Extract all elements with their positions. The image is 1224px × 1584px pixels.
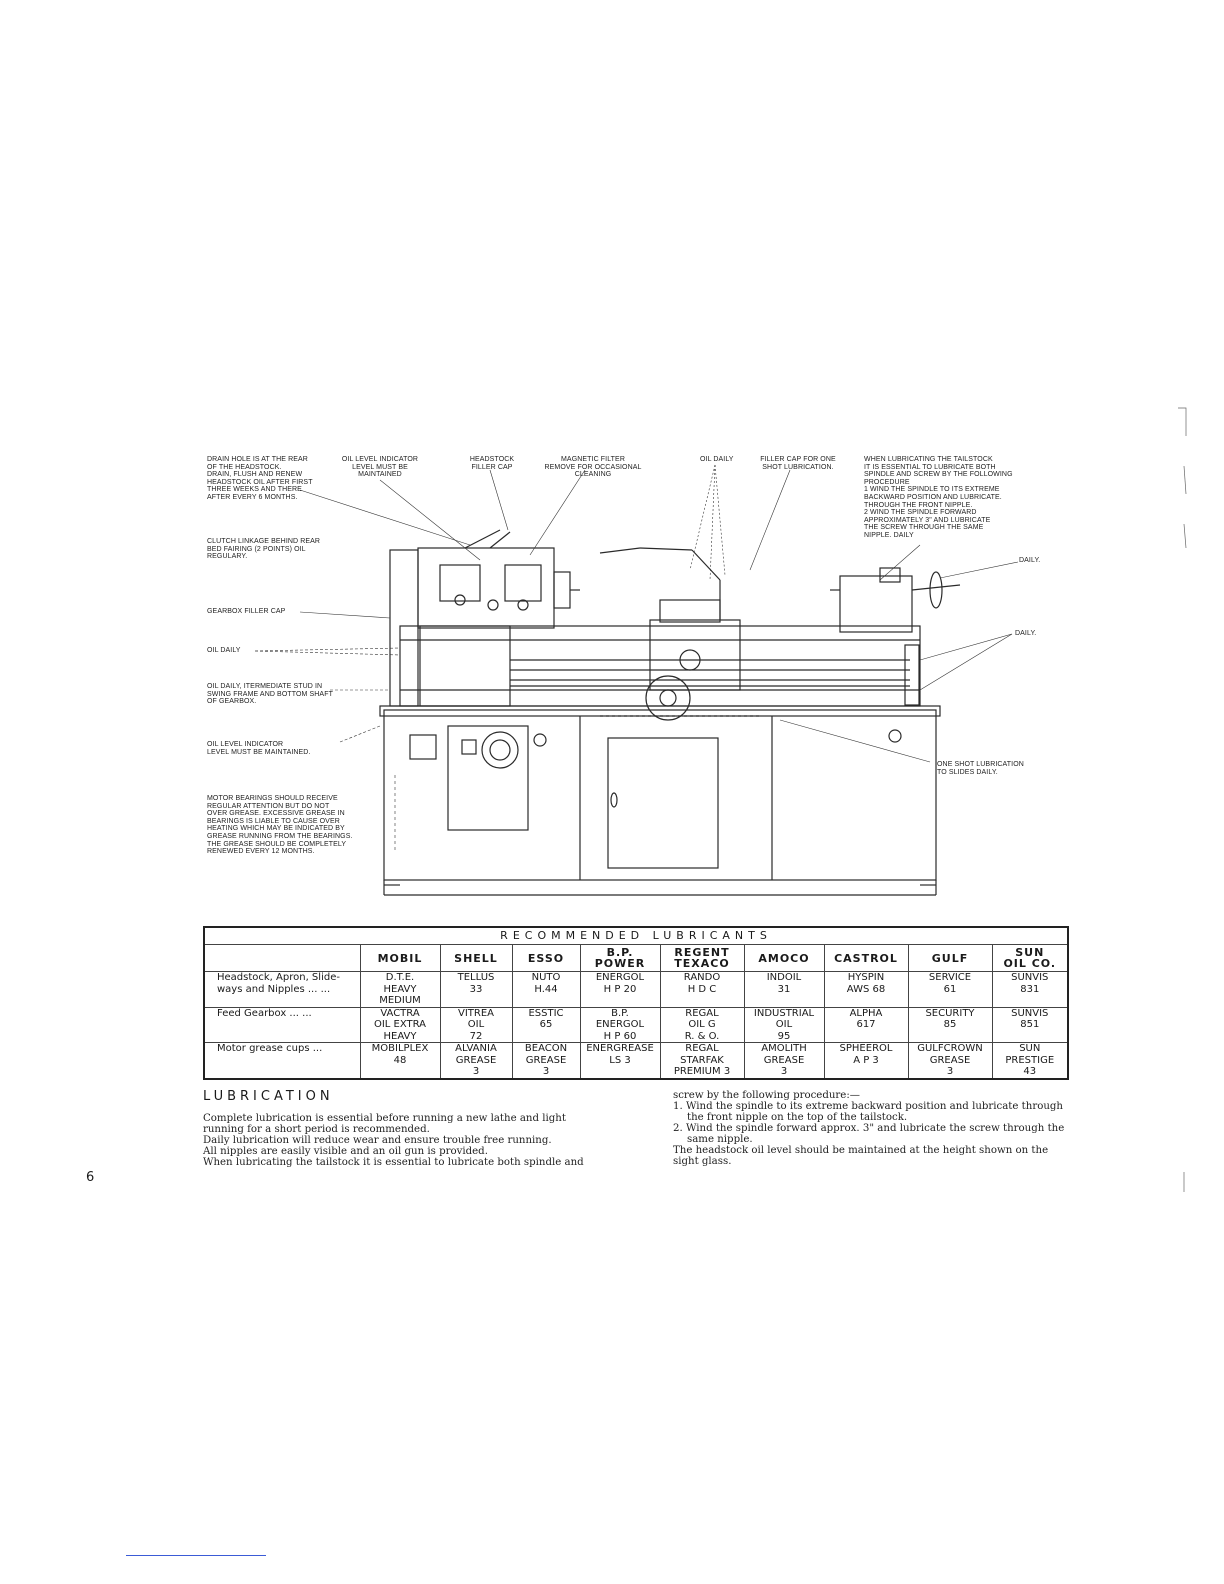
callout-one-shot: ONE SHOT LUBRICATION TO SLIDES DAILY. — [937, 761, 1024, 776]
paragraph: Complete lubrication is essential before… — [203, 1113, 566, 1135]
table-row: Feed Gearbox ... ... VACTRA OIL EXTRA HE… — [203, 1006, 1069, 1043]
callout-daily-right-1: DAILY. — [1019, 557, 1041, 564]
brand-amoco: AMOCO — [743, 944, 825, 972]
header-blank — [203, 944, 361, 972]
callout-gearbox-filler: GEARBOX FILLER CAP — [207, 608, 286, 615]
table-cell: B.P. ENERGOL H P 60 — [579, 1006, 661, 1043]
table-cell: SUN PRESTIGE 43 — [991, 1042, 1069, 1079]
callout-oil-level-bottom: OIL LEVEL INDICATOR LEVEL MUST BE MAINTA… — [207, 741, 311, 756]
table-cell: NUTO H.44 — [511, 971, 581, 1008]
cabinet-base — [383, 709, 937, 881]
callout-oil-daily-left: OIL DAILY — [207, 647, 241, 654]
table-cell: RANDO H D C — [659, 971, 745, 1008]
table-cell: INDUSTRIAL OIL 95 — [743, 1006, 825, 1043]
brand-bp-power: B.P. POWER — [579, 944, 661, 972]
lathe-bed — [399, 625, 921, 707]
procedure-step: 2. Wind the spindle forward approx. 3" a… — [673, 1123, 1065, 1145]
callout-clutch-linkage: CLUTCH LINKAGE BEHIND REAR BED FAIRING (… — [207, 538, 321, 561]
brand-gulf: GULF — [907, 944, 993, 972]
brand-regent-texaco: REGENT TEXACO — [659, 944, 745, 972]
table-cell: ENERGREASE LS 3 — [579, 1042, 661, 1079]
page-number: 6 — [86, 1170, 95, 1185]
row-label-motor-grease: Motor grease cups ... — [203, 1042, 361, 1079]
table-row: Headstock, Apron, Slide- ways and Nipple… — [203, 971, 1069, 1008]
table-cell: GULFCROWN GREASE 3 — [907, 1042, 993, 1079]
callout-oil-daily-intermediate: OIL DAILY, ITERMEDIATE STUD IN SWING FRA… — [207, 683, 333, 706]
paragraph: When lubricating the tailstock it is ess… — [203, 1157, 584, 1168]
callout-oil-level-top: OIL LEVEL INDICATOR LEVEL MUST BE MAINTA… — [341, 456, 419, 479]
table-cell: VACTRA OIL EXTRA HEAVY — [359, 1006, 441, 1043]
brand-esso: ESSO — [511, 944, 581, 972]
table-row: Motor grease cups ... MOBILPLEX 48 ALVAN… — [203, 1042, 1069, 1079]
gearbox — [419, 625, 511, 707]
table-cell: AMOLITH GREASE 3 — [743, 1042, 825, 1079]
handwheel — [645, 675, 691, 721]
table-title: RECOMMENDED LUBRICANTS — [203, 926, 1069, 945]
end-cover — [389, 549, 419, 707]
motor-switch — [481, 731, 519, 769]
row-label-feed-gearbox: Feed Gearbox ... ... — [203, 1006, 361, 1043]
lubrication-left-column: Complete lubrication is essential before… — [203, 1113, 595, 1168]
paragraph: The headstock oil level should be mainta… — [673, 1145, 1049, 1167]
table-cell: SPHEEROL A P 3 — [823, 1042, 909, 1079]
link-underline — [126, 1555, 266, 1556]
tailstock — [839, 575, 913, 633]
callout-filler-cap-one-shot: FILLER CAP FOR ONE SHOT LUBRICATION. — [760, 456, 836, 471]
row-label-headstock: Headstock, Apron, Slide- ways and Nipple… — [203, 971, 361, 1008]
brand-header-row: MOBIL SHELL ESSO B.P. POWER REGENT TEXAC… — [203, 944, 1069, 972]
headstock — [417, 547, 555, 629]
callout-motor-bearings: MOTOR BEARINGS SHOULD RECEIVE REGULAR AT… — [207, 795, 353, 856]
table-cell: SECURITY 85 — [907, 1006, 993, 1043]
section-heading: LUBRICATION — [203, 1089, 334, 1104]
table-cell: SUNVIS 851 — [991, 1006, 1069, 1043]
lubrication-right-column: screw by the following procedure:— 1. Wi… — [673, 1090, 1068, 1167]
table-cell: MOBILPLEX 48 — [359, 1042, 441, 1079]
table-cell: VITREA OIL 72 — [439, 1006, 513, 1043]
paragraph: screw by the following procedure:— — [673, 1090, 860, 1101]
callout-drain-hole: DRAIN HOLE IS AT THE REAR OF THE HEADSTO… — [207, 456, 313, 501]
table-cell: REGAL STARFAK PREMIUM 3 — [659, 1042, 745, 1079]
table-cell: SUNVIS 831 — [991, 971, 1069, 1008]
table-cell: ESSTIC 65 — [511, 1006, 581, 1043]
motor-panel — [447, 725, 529, 831]
brand-mobil: MOBIL — [359, 944, 441, 972]
table-cell: REGAL OIL G R. & O. — [659, 1006, 745, 1043]
callout-headstock-filler: HEADSTOCK FILLER CAP — [469, 456, 515, 471]
brand-castrol: CASTROL — [823, 944, 909, 972]
table-cell: ALPHA 617 — [823, 1006, 909, 1043]
callout-magnetic-filter: MAGNETIC FILTER REMOVE FOR OCCASIONAL CL… — [544, 456, 642, 479]
table-cell: TELLUS 33 — [439, 971, 513, 1008]
brand-shell: SHELL — [439, 944, 513, 972]
table-cell: INDOIL 31 — [743, 971, 825, 1008]
cabinet-door — [607, 737, 719, 869]
lubricants-table: RECOMMENDED LUBRICANTS MOBIL SHELL ESSO … — [203, 926, 1070, 1080]
carriage — [649, 619, 741, 691]
callout-daily-right-2: DAILY. — [1015, 630, 1037, 637]
brand-sun-oil: SUN OIL CO. — [991, 944, 1069, 972]
table-cell: BEACON GREASE 3 — [511, 1042, 581, 1079]
procedure-step: 1. Wind the spindle to its extreme backw… — [673, 1101, 1063, 1123]
table-cell: ALVANIA GREASE 3 — [439, 1042, 513, 1079]
callout-tailstock-note: WHEN LUBRICATING THE TAILSTOCK IT IS ESS… — [864, 456, 1013, 539]
paragraph: All nipples are easily visible and an oi… — [203, 1146, 488, 1157]
callout-oil-daily-top: OIL DAILY — [700, 456, 734, 463]
table-cell: ENERGOL H P 20 — [579, 971, 661, 1008]
table-cell: SERVICE 61 — [907, 971, 993, 1008]
table-cell: D.T.E. HEAVY MEDIUM — [359, 971, 441, 1008]
table-cell: HYSPIN AWS 68 — [823, 971, 909, 1008]
paragraph: Daily lubrication will reduce wear and e… — [203, 1135, 552, 1146]
